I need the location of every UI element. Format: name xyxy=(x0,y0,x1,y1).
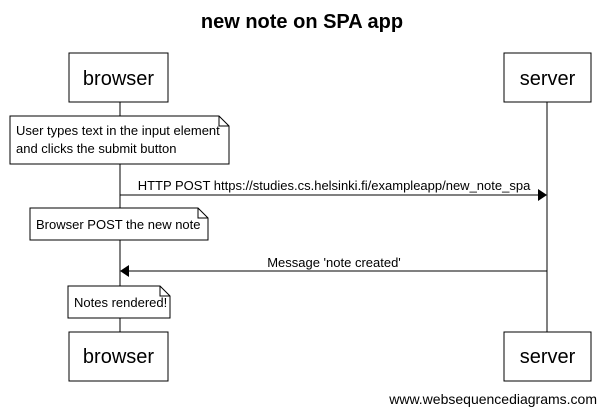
message-label: Message 'note created' xyxy=(267,255,401,270)
note-text-line: and clicks the submit button xyxy=(16,141,176,156)
participant-server-bottom: server xyxy=(503,331,592,382)
footer-watermark[interactable]: www.websequencediagrams.com xyxy=(388,391,597,407)
participant-browser-bottom: browser xyxy=(68,331,169,382)
note-fold xyxy=(197,208,208,219)
arrowhead-left-icon xyxy=(120,265,129,277)
participant-box xyxy=(68,52,169,103)
note-text-line: Browser POST the new note xyxy=(36,217,201,232)
participant-box xyxy=(68,331,169,382)
note-user-types: User types text in the input element and… xyxy=(9,115,230,165)
participant-label: server xyxy=(520,346,576,368)
participant-server-top: server xyxy=(503,52,592,103)
participant-box xyxy=(503,331,592,382)
participant-label: browser xyxy=(83,68,154,90)
message-note-created: Message 'note created' xyxy=(120,255,547,277)
message-label: HTTP POST https://studies.cs.helsinki.fi… xyxy=(138,178,531,193)
participant-label: browser xyxy=(83,346,154,368)
note-browser-post: Browser POST the new note xyxy=(29,207,209,241)
arrowhead-right-icon xyxy=(538,189,547,201)
note-shape xyxy=(9,115,230,165)
note-text-line: User types text in the input element xyxy=(16,123,220,138)
participant-browser-top: browser xyxy=(68,52,169,103)
message-http-post: HTTP POST https://studies.cs.helsinki.fi… xyxy=(120,178,547,201)
note-fold xyxy=(159,286,170,297)
note-shape xyxy=(67,285,171,319)
note-text-line: Notes rendered! xyxy=(74,295,167,310)
note-shape xyxy=(29,207,209,241)
participant-box xyxy=(503,52,592,103)
note-fold xyxy=(218,116,229,127)
diagram-title: new note on SPA app xyxy=(201,11,403,33)
participant-label: server xyxy=(520,68,576,90)
note-notes-rendered: Notes rendered! xyxy=(67,285,171,319)
